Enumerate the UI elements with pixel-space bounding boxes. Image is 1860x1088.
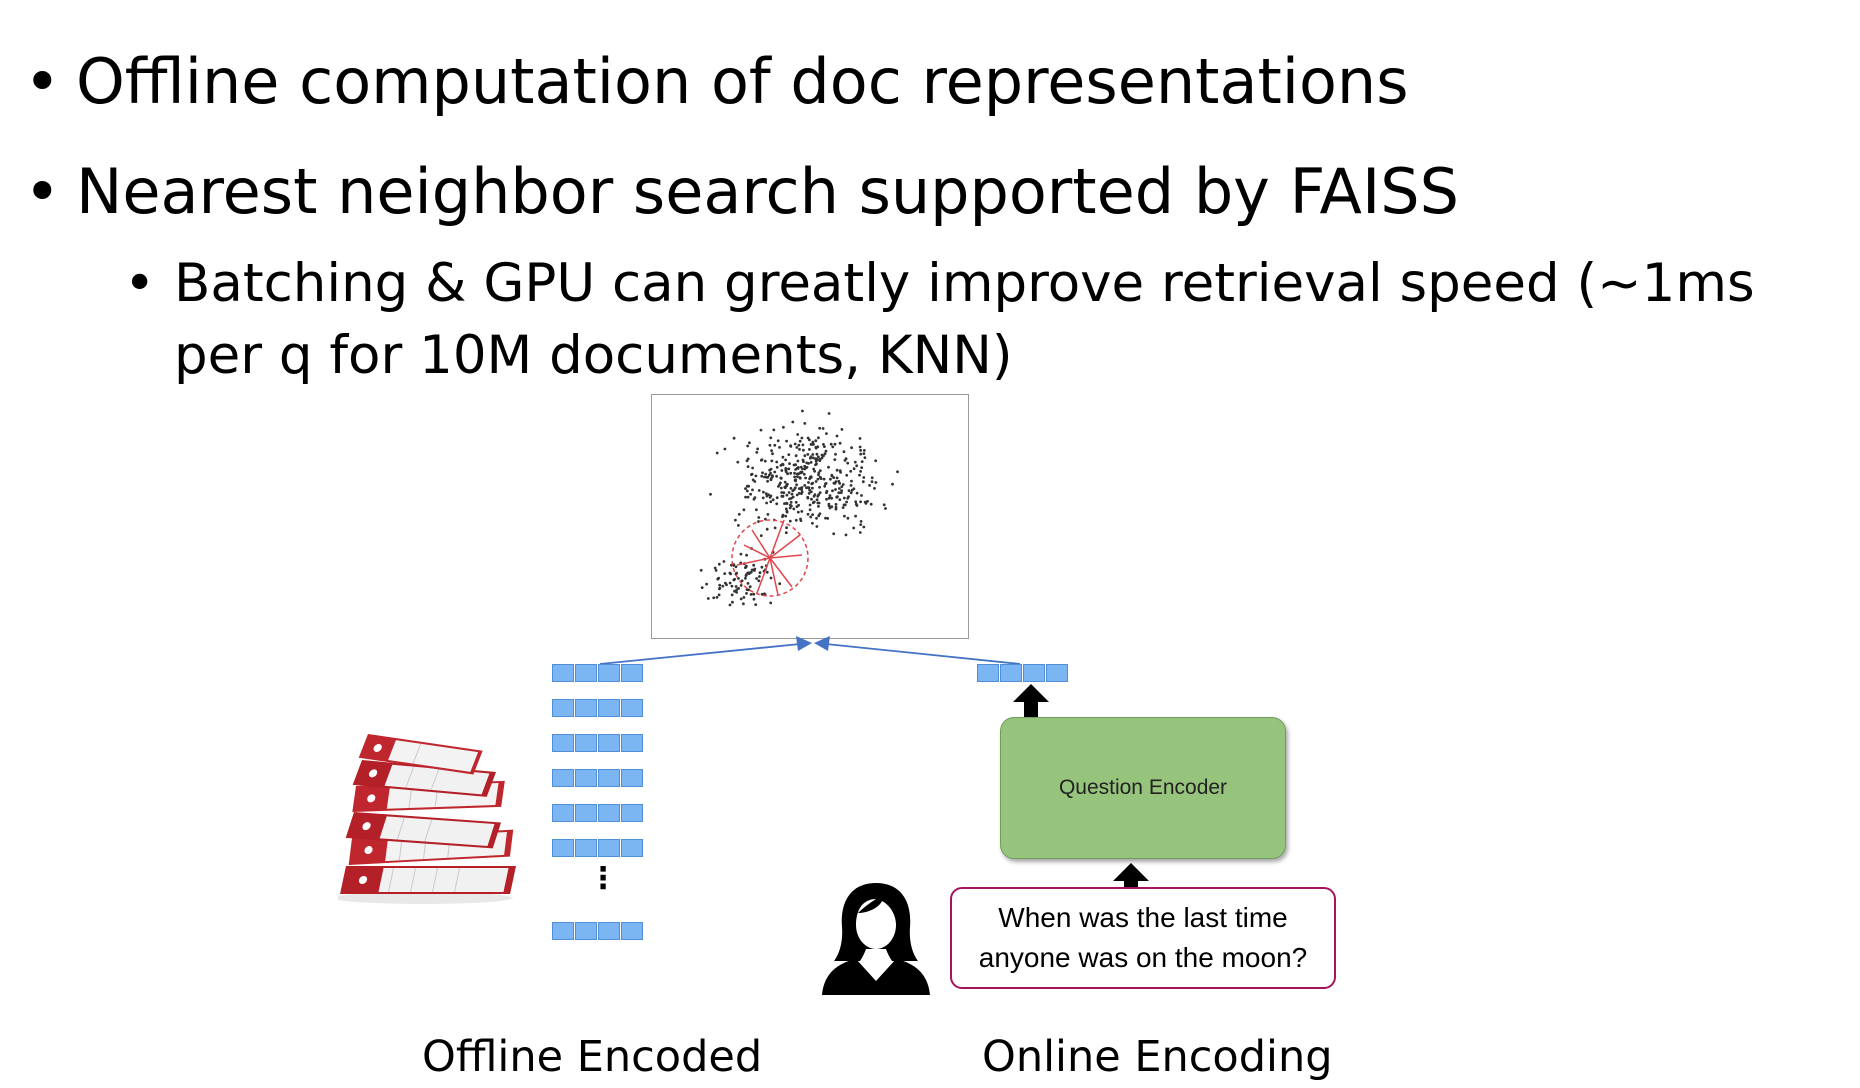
vertical-ellipsis: ⋮ (588, 862, 618, 895)
question-encoder-label: Question Encoder (1058, 776, 1228, 799)
connector-docs-to-search (599, 643, 801, 665)
scatter-plot-image (699, 409, 899, 607)
doc-vector (552, 804, 644, 822)
doc-vector (552, 734, 644, 752)
scatter-plot (651, 394, 969, 639)
up-arrow-icon (1113, 863, 1149, 898)
document-binders-icon (333, 716, 538, 911)
up-arrow-icon (1013, 684, 1049, 718)
arrowhead-left (796, 636, 812, 651)
caption-online-encoding: Online Encoding (982, 1032, 1333, 1082)
bullet-glyph: • (24, 155, 61, 228)
user-icon (820, 877, 932, 1000)
bullet-glyph: • (124, 253, 156, 314)
arrowhead-right (814, 636, 830, 651)
doc-vector (552, 769, 644, 787)
connector-query-to-search (825, 643, 1021, 665)
doc-vector (552, 699, 644, 717)
question-encoder-box: Question Encoder (1000, 717, 1286, 859)
caption-offline-encoded: Offline Encoded (422, 1032, 763, 1082)
bullet-text: Nearest neighbor search supported by FAI… (76, 155, 1459, 228)
doc-vector (552, 664, 644, 682)
doc-vector (552, 922, 644, 940)
bullet-text: Offline computation of doc representatio… (76, 45, 1409, 118)
query-vector (977, 664, 1069, 682)
question-text: When was the last time anyone was on the… (978, 902, 1308, 973)
bullet-glyph: • (24, 45, 61, 118)
question-text-box: When was the last time anyone was on the… (950, 887, 1336, 989)
doc-vector (552, 839, 644, 857)
bullet-text: Batching & GPU can greatly improve retri… (174, 253, 1755, 386)
